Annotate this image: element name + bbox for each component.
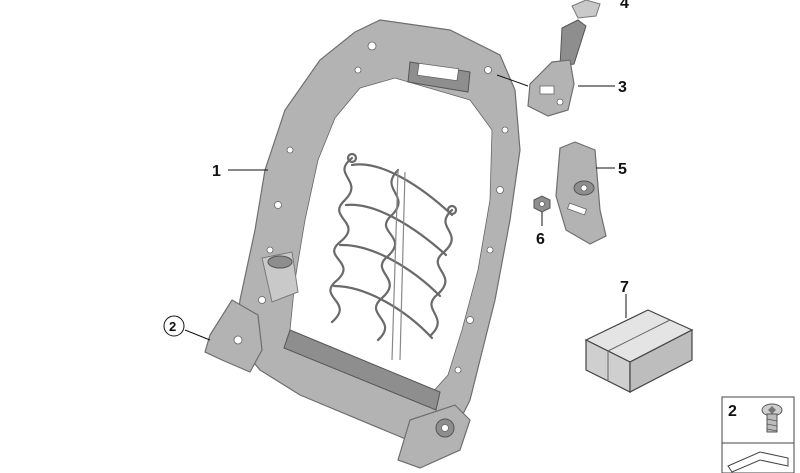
callout-4: 4 <box>620 0 629 12</box>
callout-labels: 1 2 3 4 5 6 7 <box>163 0 629 337</box>
backrest-frame <box>204 19 521 469</box>
legend-label-2: 2 <box>728 403 737 420</box>
part-3-headrest-guide <box>527 19 587 117</box>
part-5-bracket <box>555 141 607 245</box>
callout-3: 3 <box>618 79 627 96</box>
callout-2: 2 <box>169 319 176 334</box>
screw-icon <box>761 403 783 433</box>
spring-wire-mat <box>329 152 458 361</box>
callout-6: 6 <box>536 231 545 248</box>
arrow-icon <box>727 451 789 473</box>
leader-lines <box>184 74 627 341</box>
callout-5: 5 <box>618 161 627 178</box>
callout-1: 1 <box>212 163 221 180</box>
callout-7: 7 <box>620 279 629 296</box>
part-4-cap <box>571 0 601 19</box>
legend-box: 2 <box>721 396 795 473</box>
part-6-nut <box>533 195 551 213</box>
part-7-box <box>584 309 694 393</box>
